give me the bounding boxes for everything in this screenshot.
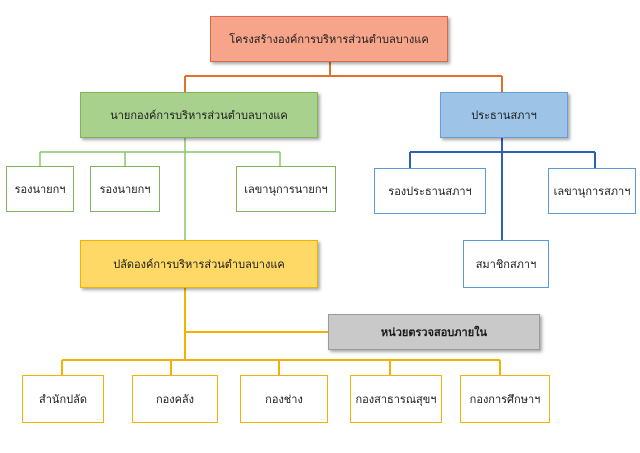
node-internal-audit-label: หน่วยตรวจสอบภายใน bbox=[380, 326, 488, 339]
node-education-division-label: กองการศึกษาฯ bbox=[469, 393, 541, 406]
node-engineering-division[interactable]: กองช่าง bbox=[240, 375, 328, 423]
node-mayor[interactable]: นายกองค์การบริหารส่วนตำบลบางแค bbox=[80, 92, 318, 138]
node-finance-division-label: กองคลัง bbox=[155, 393, 195, 406]
node-deputy-mayor-2-label: รองนายกฯ bbox=[99, 183, 151, 196]
node-deputy-mayor-1-label: รองนายกฯ bbox=[14, 183, 66, 196]
node-education-division[interactable]: กองการศึกษาฯ bbox=[460, 375, 550, 423]
node-council-secretary-label: เลขานุการสภาฯ bbox=[553, 185, 631, 198]
node-deputy-mayor-1[interactable]: รองนายกฯ bbox=[6, 166, 74, 212]
node-council-chair-label: ประธานสภาฯ bbox=[471, 109, 537, 122]
node-office-of-clerk[interactable]: สำนักปลัด bbox=[22, 375, 104, 423]
node-office-of-clerk-label: สำนักปลัด bbox=[39, 393, 87, 406]
node-mayor-secretary-label: เลขานุการนายกฯ bbox=[244, 183, 328, 196]
node-council-member-label: สมาชิกสภาฯ bbox=[475, 258, 537, 271]
node-clerk[interactable]: ปลัดองค์การบริหารส่วนตำบลบางแค bbox=[80, 240, 318, 288]
node-finance-division[interactable]: กองคลัง bbox=[132, 375, 218, 423]
node-council-member[interactable]: สมาชิกสภาฯ bbox=[463, 240, 549, 288]
node-deputy-mayor-2[interactable]: รองนายกฯ bbox=[90, 166, 160, 212]
node-internal-audit[interactable]: หน่วยตรวจสอบภายใน bbox=[328, 314, 540, 350]
node-council-chair[interactable]: ประธานสภาฯ bbox=[440, 92, 568, 138]
node-root[interactable]: โครงสร้างองค์การบริหารส่วนตำบลบางแค bbox=[210, 16, 448, 62]
node-deputy-council-chair[interactable]: รองประธานสภาฯ bbox=[374, 168, 486, 214]
node-clerk-label: ปลัดองค์การบริหารส่วนตำบลบางแค bbox=[113, 258, 285, 271]
node-deputy-council-chair-label: รองประธานสภาฯ bbox=[388, 185, 472, 198]
node-public-health-division-label: กองสาธารณสุขฯ bbox=[355, 393, 437, 406]
node-mayor-label: นายกองค์การบริหารส่วนตำบลบางแค bbox=[110, 109, 288, 122]
node-engineering-division-label: กองช่าง bbox=[265, 393, 303, 406]
node-council-secretary[interactable]: เลขานุการสภาฯ bbox=[548, 168, 636, 214]
node-mayor-secretary[interactable]: เลขานุการนายกฯ bbox=[236, 166, 336, 212]
node-public-health-division[interactable]: กองสาธารณสุขฯ bbox=[350, 375, 442, 423]
node-root-label: โครงสร้างองค์การบริหารส่วนตำบลบางแค bbox=[229, 33, 429, 46]
